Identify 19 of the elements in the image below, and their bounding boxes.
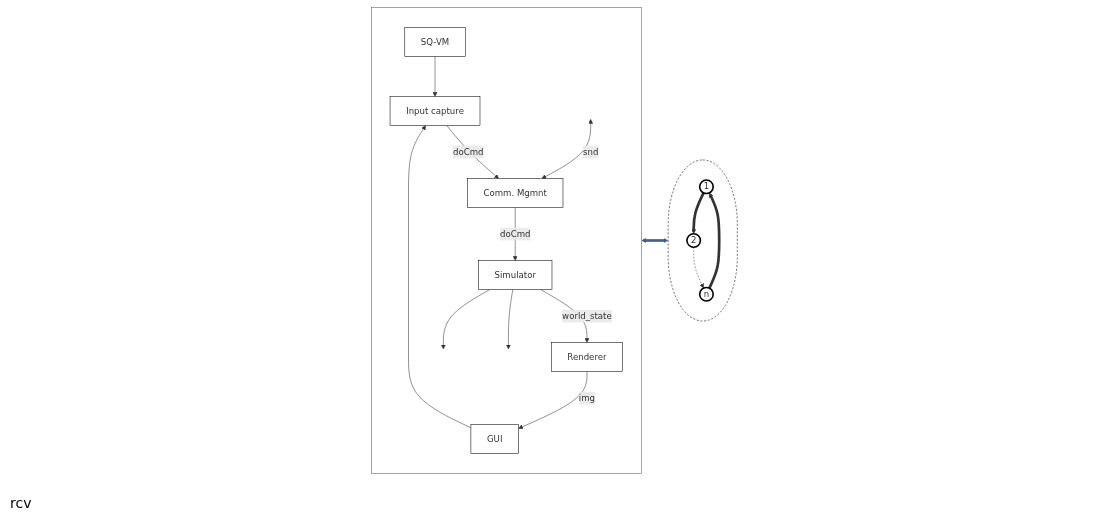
edge-label: doCmd (500, 228, 531, 239)
edge-label: snd (583, 146, 599, 157)
cluster (371, 6, 642, 474)
note-text: rcv (10, 495, 32, 511)
edge-label: doCmd (453, 146, 484, 157)
node-box: Renderer (551, 341, 624, 372)
arrow (708, 192, 721, 289)
arrow (691, 191, 705, 234)
node-box: Simulator (478, 259, 553, 290)
node-box: GUI (470, 423, 519, 454)
node-box: Comm. Mgmnt (467, 177, 564, 208)
node-circle: 1 (699, 178, 715, 194)
node-circle: 2 (686, 232, 702, 248)
node-box: Input capture (389, 95, 481, 126)
node-circle: n (699, 286, 715, 302)
edge-label: world_state (562, 310, 612, 321)
edge-label: img (579, 392, 596, 403)
arrow (641, 237, 669, 243)
node-box: SQ-VM (404, 26, 466, 57)
